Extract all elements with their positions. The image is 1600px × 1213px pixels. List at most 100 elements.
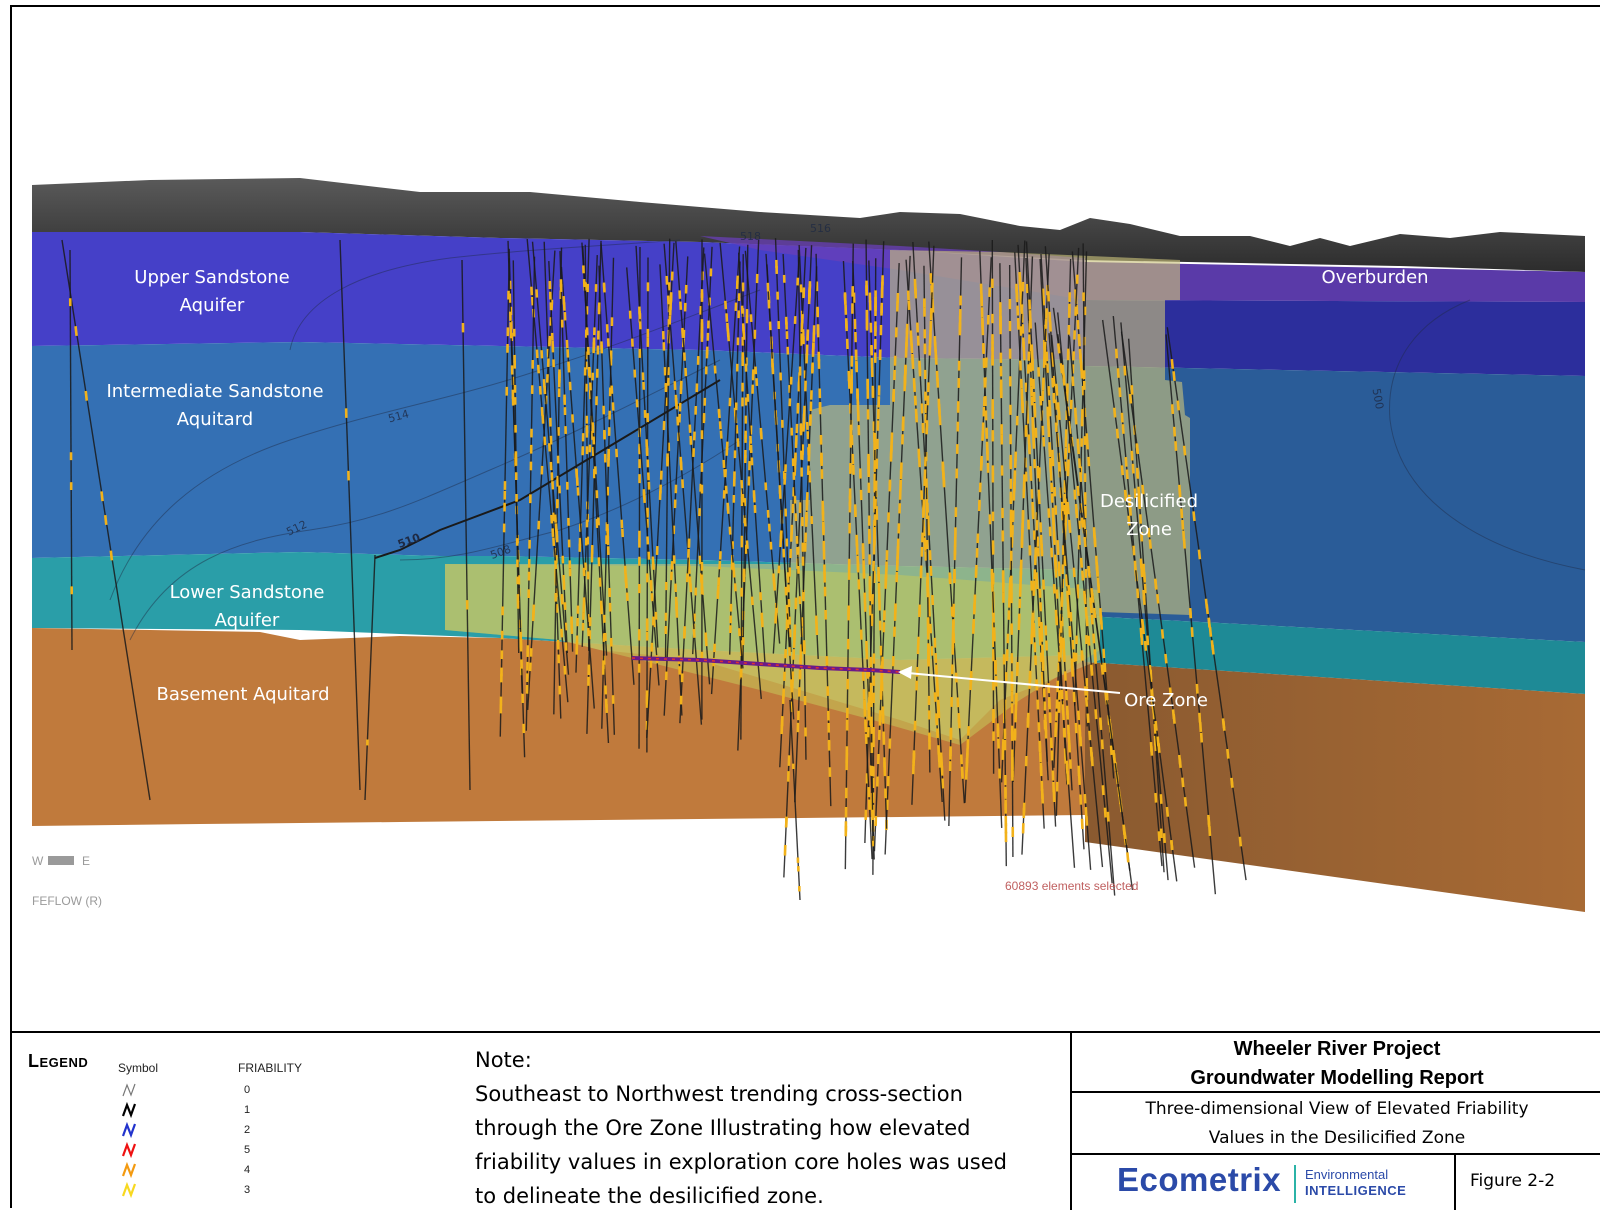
friability-segment bbox=[1082, 651, 1083, 660]
friability-segment bbox=[1093, 634, 1094, 644]
friability-segment bbox=[1114, 408, 1115, 418]
friability-segment bbox=[1165, 654, 1166, 663]
friability-segment bbox=[1142, 567, 1143, 577]
logo-divider bbox=[1294, 1165, 1296, 1203]
friability-value: 4 bbox=[244, 1164, 250, 1176]
legend-row: 5 bbox=[120, 1141, 320, 1161]
friability-value: 0 bbox=[244, 1084, 250, 1096]
friability-segment bbox=[1172, 359, 1173, 369]
friability-segment bbox=[1116, 349, 1117, 359]
cross-section-view: 514 512 510 508 500 516 518 Overburden U… bbox=[0, 0, 1600, 1031]
friability-segment bbox=[1082, 518, 1083, 528]
label-desilicified-1: Desilicified bbox=[1100, 491, 1198, 512]
note-line: friability values in exploration core ho… bbox=[475, 1145, 1065, 1179]
friability-segment bbox=[1147, 636, 1148, 646]
label-upper-sandstone-1: Upper Sandstone bbox=[134, 267, 289, 288]
friability-segment bbox=[1081, 558, 1082, 568]
friability-segment bbox=[1144, 591, 1145, 601]
label-upper-sandstone-2: Aquifer bbox=[180, 295, 245, 316]
friability-segment bbox=[1086, 697, 1087, 706]
label-intermediate-2: Aquitard bbox=[177, 409, 253, 430]
note-line: through the Ore Zone Illustrating how el… bbox=[475, 1111, 1065, 1145]
friability-symbol-icon bbox=[120, 1101, 138, 1119]
friability-segment bbox=[1209, 618, 1210, 628]
friability-segment bbox=[1085, 686, 1086, 695]
logo-tagline-1: Environmental bbox=[1305, 1167, 1388, 1182]
friability-symbol-icon bbox=[120, 1121, 138, 1139]
friability-segment bbox=[1130, 394, 1131, 403]
friability-segment bbox=[1059, 410, 1060, 419]
friability-segment bbox=[1056, 386, 1057, 395]
friability-segment bbox=[1100, 718, 1101, 728]
friability-segment bbox=[1133, 464, 1134, 474]
title-block: Wheeler River Project Groundwater Modell… bbox=[1070, 1033, 1600, 1210]
friability-segment bbox=[1076, 508, 1077, 518]
friability-segment bbox=[1095, 654, 1096, 664]
friability-segment bbox=[1167, 807, 1168, 817]
friability-symbol-icon bbox=[120, 1161, 138, 1179]
selection-status: 60893 elements selected bbox=[1005, 879, 1138, 893]
legend-symbol-header: Symbol bbox=[118, 1061, 158, 1075]
friability-segment bbox=[1145, 641, 1146, 651]
legend-row: 1 bbox=[120, 1101, 320, 1121]
figure-caption-block: Three-dimensional View of Elevated Friab… bbox=[1072, 1093, 1600, 1155]
friability-segment bbox=[1113, 750, 1114, 760]
friability-segment bbox=[1091, 588, 1092, 598]
friability-segment bbox=[1122, 413, 1123, 423]
legend-row: 0 bbox=[120, 1081, 320, 1101]
friability-segment bbox=[86, 391, 87, 401]
label-intermediate-1: Intermediate Sandstone bbox=[106, 381, 323, 402]
friability-segment bbox=[1080, 472, 1081, 482]
friability-segment bbox=[1240, 837, 1241, 847]
friability-segment bbox=[1075, 490, 1076, 500]
friability-segment bbox=[1108, 812, 1109, 822]
friability-segment bbox=[1180, 758, 1181, 767]
friability-segment bbox=[1142, 620, 1143, 630]
friability-segment bbox=[1078, 444, 1079, 454]
friability-segment bbox=[1123, 424, 1124, 434]
friability-segment bbox=[76, 326, 77, 336]
view-axis-w: W bbox=[32, 854, 44, 868]
friability-segment bbox=[1094, 608, 1095, 618]
friability-segment bbox=[1151, 742, 1152, 752]
friability-segment bbox=[1155, 579, 1156, 588]
friability-segment bbox=[1206, 599, 1207, 609]
friability-segment bbox=[1084, 519, 1085, 529]
friability-segment bbox=[1174, 427, 1175, 437]
friability-segment bbox=[1185, 797, 1186, 806]
friability-segment bbox=[102, 491, 103, 501]
report-title: Groundwater Modelling Report bbox=[1072, 1064, 1600, 1093]
friability-segment bbox=[1092, 615, 1093, 625]
friability-segment bbox=[1084, 591, 1085, 601]
friability-segment bbox=[1164, 833, 1165, 843]
legend-row: 4 bbox=[120, 1161, 320, 1181]
friability-segment bbox=[1227, 749, 1228, 759]
friability-segment bbox=[1089, 731, 1090, 740]
friability-segment bbox=[1184, 446, 1185, 456]
friability-segment bbox=[1194, 511, 1195, 521]
note-line: Southeast to Northwest trending cross-se… bbox=[475, 1077, 1065, 1111]
friability-segment bbox=[105, 515, 106, 525]
friability-segment bbox=[1079, 535, 1080, 545]
ecometrix-logo: Ecometrix Environmental INTELLIGENCE bbox=[1072, 1155, 1456, 1210]
title-bottom-row: Ecometrix Environmental INTELLIGENCE Fig… bbox=[1072, 1155, 1600, 1210]
friability-segment bbox=[1161, 794, 1162, 804]
friability-segment bbox=[1178, 401, 1179, 411]
friability-segment bbox=[1085, 537, 1086, 547]
friability-segment bbox=[1127, 852, 1128, 862]
friability-segment bbox=[1213, 645, 1214, 655]
friability-segment bbox=[1122, 465, 1123, 475]
friability-segment bbox=[1088, 713, 1089, 722]
friability-segment bbox=[1190, 608, 1191, 618]
friability-value: 2 bbox=[244, 1124, 250, 1136]
label-ore-zone: Ore Zone bbox=[1124, 690, 1208, 711]
title-project-block: Wheeler River Project Groundwater Modell… bbox=[1072, 1033, 1600, 1093]
friability-segment bbox=[1199, 550, 1200, 560]
friability-segment bbox=[1141, 559, 1142, 569]
friability-segment bbox=[1064, 374, 1065, 384]
friability-segment bbox=[1105, 808, 1106, 818]
friability-segment bbox=[1069, 520, 1070, 529]
friability-segment bbox=[1141, 628, 1142, 638]
